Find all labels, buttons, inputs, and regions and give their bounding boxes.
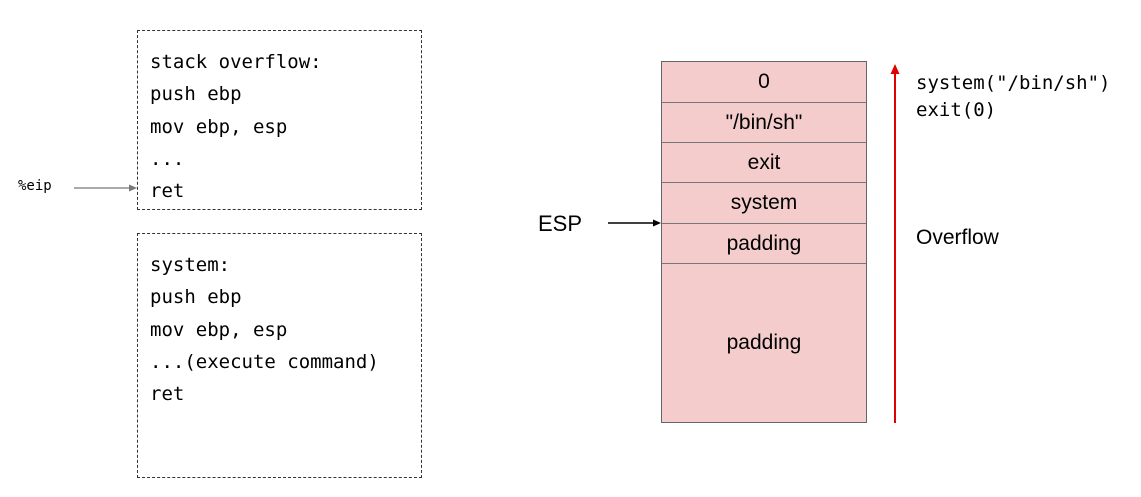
- code-line: ret: [150, 383, 185, 406]
- overflow-label: Overflow: [916, 226, 999, 249]
- code-line: push ebp: [150, 286, 242, 309]
- code-line: mov ebp, esp: [150, 318, 288, 341]
- code-line: system:: [150, 254, 231, 276]
- call-sequence: system("/bin/sh") exit(0): [916, 70, 1110, 124]
- stack-cell-bin-sh: "/bin/sh": [662, 103, 866, 143]
- code-line: stack overflow:: [150, 51, 322, 73]
- stack-diagram: 0 "/bin/sh" exit system padding padding: [661, 61, 867, 423]
- code-line: push ebp: [150, 83, 242, 106]
- overflow-arrow: [890, 64, 900, 423]
- call-line: system("/bin/sh"): [916, 72, 1111, 94]
- code-line: mov ebp, esp: [150, 115, 288, 138]
- code-line: ...(execute command): [150, 350, 379, 373]
- code-box-stack-overflow: stack overflow: push ebp mov ebp, esp ..…: [137, 30, 422, 210]
- code-line: ret: [150, 180, 185, 203]
- stack-cell-zero: 0: [662, 62, 866, 103]
- stack-cell-exit: exit: [662, 143, 866, 183]
- call-line: exit(0): [916, 99, 997, 121]
- stack-cell-system: system: [662, 183, 866, 224]
- code-box-system: system: push ebp mov ebp, esp ...(execut…: [137, 233, 422, 478]
- esp-label: ESP: [538, 211, 583, 236]
- stack-cell-padding: padding: [662, 224, 866, 264]
- code-line: ...: [150, 147, 185, 170]
- esp-arrow: [608, 219, 661, 227]
- eip-label: %eip: [18, 178, 52, 194]
- stack-cell-padding-large: padding: [726, 331, 802, 354]
- eip-arrow: [74, 184, 137, 192]
